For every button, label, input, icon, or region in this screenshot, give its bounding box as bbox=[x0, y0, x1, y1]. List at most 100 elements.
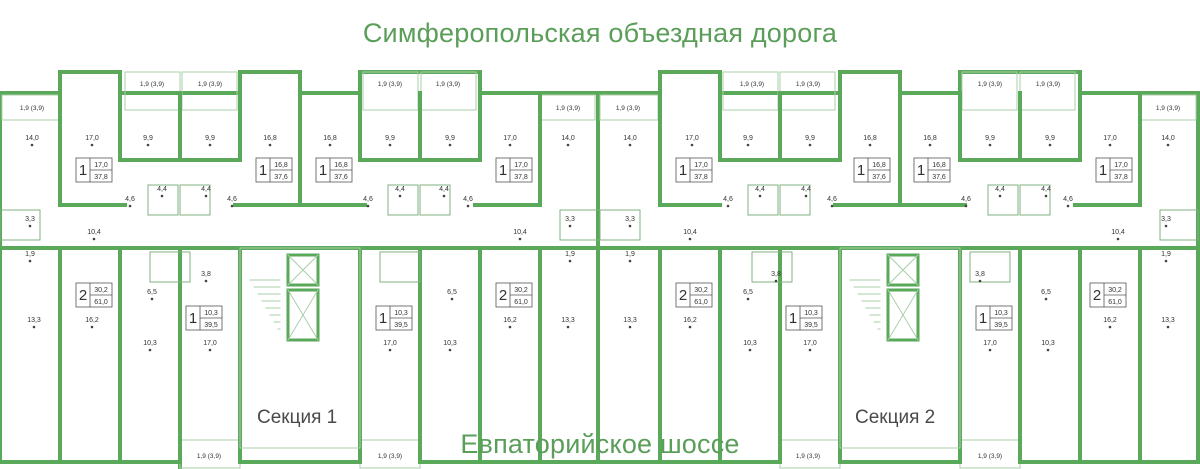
bathroom-fixture bbox=[379, 251, 421, 283]
section-2-label: Секция 2 bbox=[855, 407, 936, 428]
elevator-shaft bbox=[886, 288, 920, 342]
room-area-label: 14,0 bbox=[561, 135, 575, 142]
room-area-label: 17,0 bbox=[685, 135, 699, 142]
elevator-cross bbox=[887, 289, 919, 341]
room-area-label: 16,8 bbox=[263, 135, 277, 142]
balcony bbox=[362, 71, 419, 111]
room-area-label: 3,8 bbox=[975, 271, 985, 278]
room-center-dot bbox=[688, 325, 692, 329]
room-area-label: 3,8 bbox=[771, 271, 781, 278]
room-area-label: 17,0 bbox=[85, 135, 99, 142]
elevator-shaft bbox=[286, 253, 320, 287]
room-area-label: 17,0 bbox=[803, 340, 817, 347]
room-area-label: 10,3 bbox=[143, 340, 157, 347]
bathroom-fixture bbox=[387, 184, 419, 216]
room-area-label: 6,5 bbox=[1041, 289, 1051, 296]
room-area-label: 14,0 bbox=[623, 135, 637, 142]
room-area-label: 4,4 bbox=[801, 186, 811, 193]
stair-core bbox=[839, 247, 961, 449]
room-area-label: 4,4 bbox=[439, 186, 449, 193]
balcony-area-label: 1,9 (3,9) bbox=[378, 81, 402, 88]
room-center-dot bbox=[448, 143, 452, 147]
apartment-total-area: 37,6 bbox=[274, 174, 288, 181]
room-area-label: 1,9 bbox=[1161, 251, 1171, 258]
room-area-label: 4,4 bbox=[201, 186, 211, 193]
apartment-total-area: 37,8 bbox=[94, 174, 108, 181]
room-center-dot bbox=[1164, 259, 1168, 263]
room-center-dot bbox=[746, 297, 750, 301]
room-center-dot bbox=[1164, 224, 1168, 228]
room-center-dot bbox=[90, 143, 94, 147]
room-area-label: 4,6 bbox=[961, 196, 971, 203]
street-bottom-label: Евпаторийское шоссе bbox=[460, 429, 740, 459]
balcony-area-label: 1,9 (3,9) bbox=[978, 81, 1002, 88]
apartment-living-area: 17,0 bbox=[694, 162, 708, 169]
room-center-dot bbox=[450, 297, 454, 301]
room-area-label: 4,4 bbox=[995, 186, 1005, 193]
apartment-room-count: 1 bbox=[259, 162, 267, 179]
room-area-label: 6,5 bbox=[147, 289, 157, 296]
elevator-cross bbox=[287, 254, 319, 286]
room-area-label: 4,6 bbox=[125, 196, 135, 203]
room-center-dot bbox=[1166, 143, 1170, 147]
balcony-area-label: 1,9 (3,9) bbox=[616, 105, 640, 112]
room-area-label: 3,3 bbox=[1161, 216, 1171, 223]
apartment-living-area: 30,2 bbox=[94, 287, 108, 294]
room-center-dot bbox=[748, 348, 752, 352]
room-center-dot bbox=[328, 143, 332, 147]
room-area-label: 16,8 bbox=[323, 135, 337, 142]
room-area-label: 17,0 bbox=[983, 340, 997, 347]
room-area-label: 3,3 bbox=[25, 216, 35, 223]
room-center-dot bbox=[746, 143, 750, 147]
room-area-label: 4,4 bbox=[1041, 186, 1051, 193]
apartment-living-area: 30,2 bbox=[694, 287, 708, 294]
room-area-label: 17,0 bbox=[503, 135, 517, 142]
apartment-living-area: 30,2 bbox=[1108, 287, 1122, 294]
apartment-living-area: 10,3 bbox=[204, 310, 218, 317]
balcony-area-label: 1,9 (3,9) bbox=[436, 81, 460, 88]
apartment-summary: 2 30,2 61,0 bbox=[75, 282, 113, 308]
balcony bbox=[420, 71, 477, 111]
room-center-dot bbox=[92, 237, 96, 241]
balcony-area-label: 1,9 (3,9) bbox=[740, 81, 764, 88]
room-center-dot bbox=[388, 348, 392, 352]
room-center-dot bbox=[230, 204, 234, 208]
room-center-dot bbox=[508, 143, 512, 147]
room-area-label: 13,3 bbox=[1161, 317, 1175, 324]
room-center-dot bbox=[964, 204, 968, 208]
room-center-dot bbox=[1048, 143, 1052, 147]
apartment-total-area: 37,8 bbox=[1114, 174, 1128, 181]
room-center-dot bbox=[30, 143, 34, 147]
room-center-dot bbox=[208, 348, 212, 352]
room-center-dot bbox=[146, 143, 150, 147]
room-center-dot bbox=[1108, 325, 1112, 329]
room-area-label: 16,8 bbox=[923, 135, 937, 142]
apartment-room-count: 1 bbox=[917, 162, 925, 179]
room-center-dot bbox=[1108, 143, 1112, 147]
apartment-living-area: 10,3 bbox=[804, 310, 818, 317]
apartment-living-area: 10,3 bbox=[994, 310, 1008, 317]
room-area-label: 13,3 bbox=[623, 317, 637, 324]
elevator-shaft bbox=[886, 253, 920, 287]
stair-core bbox=[239, 247, 361, 449]
room-area-label: 17,0 bbox=[1103, 135, 1117, 142]
apartment-room-count: 1 bbox=[789, 310, 797, 327]
apartment-total-area: 61,0 bbox=[94, 299, 108, 306]
room-area-label: 16,2 bbox=[683, 317, 697, 324]
balcony-area-label: 1,9 (3,9) bbox=[140, 81, 164, 88]
apartment-room-count: 1 bbox=[857, 162, 865, 179]
room-center-dot bbox=[366, 204, 370, 208]
apartment-room-count: 2 bbox=[79, 287, 87, 304]
bathroom-fixture bbox=[751, 251, 793, 283]
room-center-dot bbox=[1046, 348, 1050, 352]
room-center-dot bbox=[568, 224, 572, 228]
room-center-dot bbox=[928, 143, 932, 147]
room-area-label: 17,0 bbox=[203, 340, 217, 347]
room-area-label: 10,3 bbox=[743, 340, 757, 347]
